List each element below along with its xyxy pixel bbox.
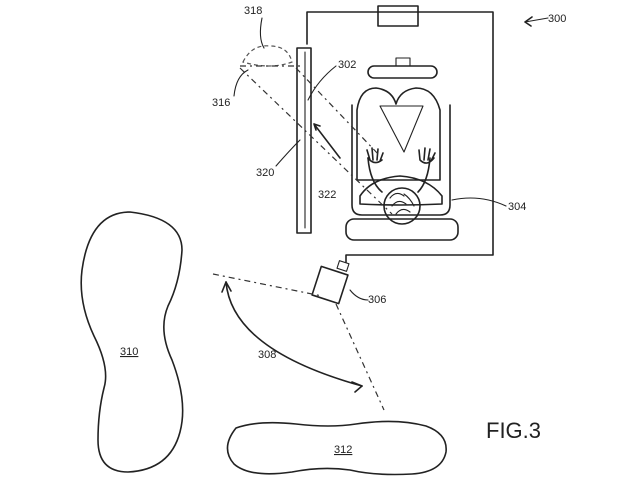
leader-306: [349, 289, 369, 301]
driver-legs: [356, 87, 441, 181]
steering-column: [395, 57, 411, 67]
fov-edge-upper: [212, 273, 323, 297]
fov-edge-lower: [335, 303, 385, 411]
label-304: 304: [508, 201, 526, 213]
leader-318: [259, 17, 265, 49]
cabin-frame: [306, 11, 494, 263]
display-panel: [296, 47, 312, 234]
driver-hand-left: [366, 147, 384, 164]
label-308: 308: [258, 349, 276, 361]
camera: [311, 260, 350, 305]
label-316: 316: [212, 97, 230, 109]
label-300: 300: [548, 13, 566, 25]
driver-hand-right: [418, 147, 436, 164]
label-310: 310: [120, 346, 138, 358]
label-306: 306: [368, 294, 386, 306]
label-320: 320: [256, 167, 274, 179]
fov-arrow-head-lower: [351, 381, 363, 393]
leader-304: [451, 197, 507, 207]
figure-label: FIG.3: [486, 418, 541, 443]
driver-head: [383, 187, 421, 225]
steering-bar: [367, 65, 438, 79]
leader-300: [524, 17, 549, 23]
driver-arm-left: [367, 157, 383, 193]
reflection-path-inner: [295, 67, 381, 157]
virtual-outline-318: [242, 45, 293, 67]
fov-arrow-head-upper: [221, 281, 232, 293]
reflection-arrow: [313, 123, 341, 159]
seat-headrest: [345, 218, 459, 241]
reflection-path-outer: [239, 67, 393, 215]
label-302: 302: [338, 59, 356, 71]
ceiling-device: [377, 5, 419, 27]
driver-hair: [389, 192, 415, 215]
arrow-300: [524, 16, 533, 27]
region-310: [80, 211, 184, 473]
driver-lap: [379, 105, 424, 153]
label-312: 312: [334, 444, 352, 456]
label-318: 318: [244, 5, 262, 17]
label-322: 322: [318, 189, 336, 201]
leader-320: [275, 139, 301, 167]
region-312: [226, 420, 447, 476]
leader-316: [233, 69, 249, 97]
driver-shoulders: [359, 175, 443, 206]
seat: [351, 104, 451, 216]
fov-arc-308: [225, 281, 363, 387]
leader-302: [307, 65, 337, 101]
